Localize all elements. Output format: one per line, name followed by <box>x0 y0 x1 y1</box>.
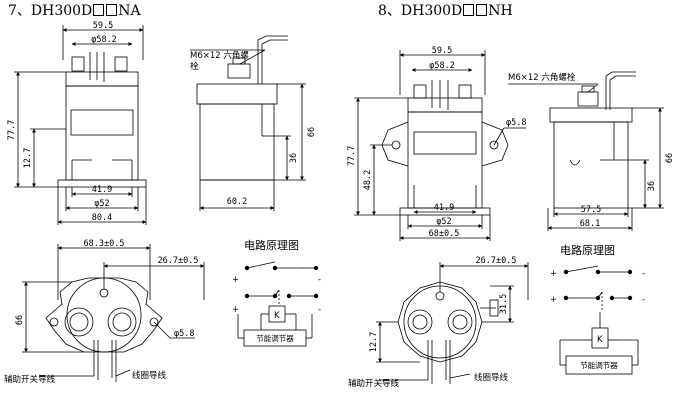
header-8-prefix: 8、DH300D <box>378 3 463 19</box>
right-body-dia: φ52 <box>436 217 451 227</box>
left-front-view <box>14 25 147 225</box>
placeholder-box-icon <box>93 4 105 16</box>
left-body-dia: φ52 <box>94 199 109 209</box>
left-side-mid: 36 <box>289 153 299 163</box>
left-inner-width: 41.9 <box>92 185 112 195</box>
right-hole-dia: φ5.8 <box>506 118 526 128</box>
left-side-width: 60.2 <box>227 197 247 207</box>
header-8-suffix: NH <box>488 3 513 19</box>
right-height-total: 77.7 <box>347 146 357 166</box>
right-inner-width: 41.9 <box>434 203 454 213</box>
placeholder-box-icon <box>476 4 488 16</box>
left-circuit-minus-2: - <box>318 305 321 315</box>
header-8: 8、DH300D NH <box>378 3 513 19</box>
left-height-mid: 12.7 <box>23 148 33 168</box>
right-circuit-plus-2: + <box>550 295 557 305</box>
header-7-prefix: 7、DH300D <box>8 3 93 19</box>
left-circuit-module: 节能调节器 <box>256 333 294 343</box>
right-side-width-2: 68.1 <box>580 219 600 229</box>
left-circuit-k: K <box>274 311 280 321</box>
placeholder-box-icon <box>463 4 475 16</box>
right-circuit-minus-1: - <box>642 269 645 279</box>
left-hole-dia: φ5.8 <box>174 329 194 339</box>
left-circuit-plus-2: + <box>232 305 239 315</box>
left-bottom-view <box>22 244 205 382</box>
right-bottom-offset: 26.7±0.5 <box>476 256 517 266</box>
left-circuit-minus-1: - <box>318 275 321 285</box>
left-bolt-note-1: M6×12 六角螺 <box>190 50 249 61</box>
right-side-height: 66 <box>665 153 675 163</box>
left-circuit-diagram <box>237 261 319 347</box>
header-7: 7、DH300D NA <box>8 3 141 19</box>
right-circuit-minus-2: - <box>642 295 645 305</box>
right-circuit-module: 节能调节器 <box>580 360 618 370</box>
right-bottom-h2: 12.7 <box>369 332 379 352</box>
left-bottom-span: 68.3±0.5 <box>84 239 125 249</box>
right-bolt-note: M6×12 六角螺栓 <box>508 72 576 83</box>
left-side-view <box>190 35 306 211</box>
right-circuit-title: 电路原理图 <box>560 244 615 257</box>
left-base-width: 80.4 <box>92 213 112 223</box>
right-side-width-1: 57.5 <box>581 205 601 215</box>
right-front-view <box>354 50 526 241</box>
right-height-mid: 48.2 <box>363 170 373 190</box>
left-bottom-offset: 26.7±0.5 <box>158 256 199 266</box>
right-aux-lead-label: 辅助开关导线 <box>348 378 400 389</box>
left-bottom-height: 66 <box>15 315 25 325</box>
left-circuit-title: 电路原理图 <box>244 239 299 252</box>
left-top-width: 59.5 <box>93 21 113 31</box>
right-circuit-diagram <box>559 265 639 375</box>
placeholder-box-icon <box>106 4 118 16</box>
right-side-view <box>508 71 664 231</box>
right-coil-lead-label: 线圈导线 <box>474 372 509 383</box>
left-bolt-note-2: 栓 <box>190 61 199 72</box>
right-side-mid: 36 <box>647 181 657 191</box>
header-7-suffix: NA <box>118 3 141 19</box>
left-circuit-plus-1: + <box>232 275 239 285</box>
right-base-width: 68±0.5 <box>429 229 460 239</box>
right-top-width: 59.5 <box>432 46 452 56</box>
left-height-total: 77.7 <box>7 120 17 140</box>
right-circuit-k: K <box>597 335 603 345</box>
right-bolt-dia: φ58.2 <box>429 61 455 71</box>
right-bottom-h1: 31.5 <box>499 294 509 314</box>
left-bolt-dia: φ58.2 <box>91 35 117 45</box>
right-bottom-view <box>376 262 529 384</box>
left-aux-lead-label: 辅助开关导线 <box>4 374 56 385</box>
left-coil-lead-label: 线圈导线 <box>132 370 167 381</box>
left-side-height: 66 <box>307 127 317 137</box>
right-circuit-plus-1: + <box>550 269 557 279</box>
